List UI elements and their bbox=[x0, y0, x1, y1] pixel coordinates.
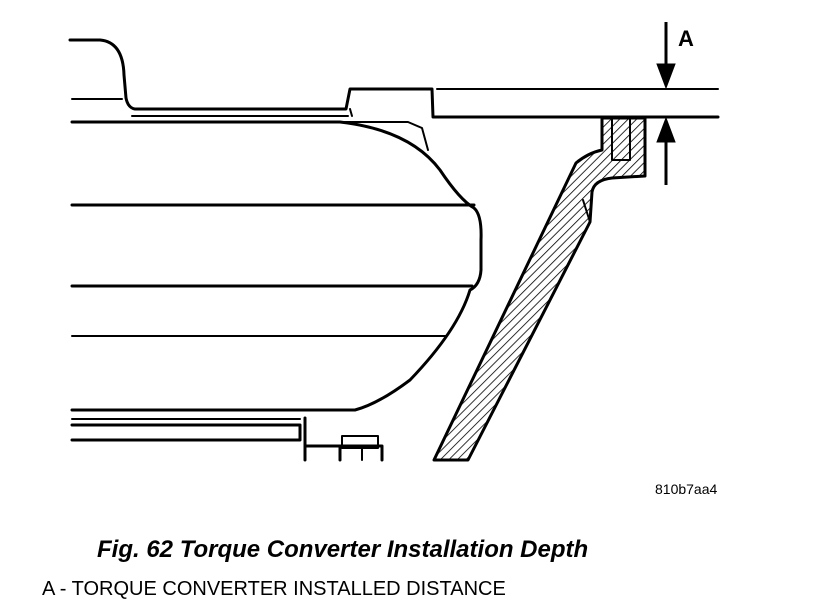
converter-inner-line bbox=[339, 121, 429, 151]
bell-housing-flange bbox=[611, 117, 631, 161]
bell-housing-wall bbox=[432, 116, 647, 462]
dimension-a-label: A bbox=[678, 26, 694, 51]
figure-code: 810b7aa4 bbox=[655, 481, 718, 497]
hub-step bbox=[303, 444, 342, 462]
hub-outline bbox=[70, 423, 302, 442]
hub-nut bbox=[341, 435, 379, 449]
converter-body bbox=[70, 120, 483, 412]
dimension-arrows bbox=[656, 22, 676, 185]
figure-caption: Fig. 62 Torque Converter Installation De… bbox=[97, 536, 589, 563]
hub-step bbox=[338, 444, 384, 462]
bell-housing-inner bbox=[582, 199, 591, 223]
housing-line bbox=[349, 108, 353, 117]
housing-outline bbox=[68, 38, 720, 119]
figure-legend: A - TORQUE CONVERTER INSTALLED DISTANCE bbox=[42, 578, 506, 600]
